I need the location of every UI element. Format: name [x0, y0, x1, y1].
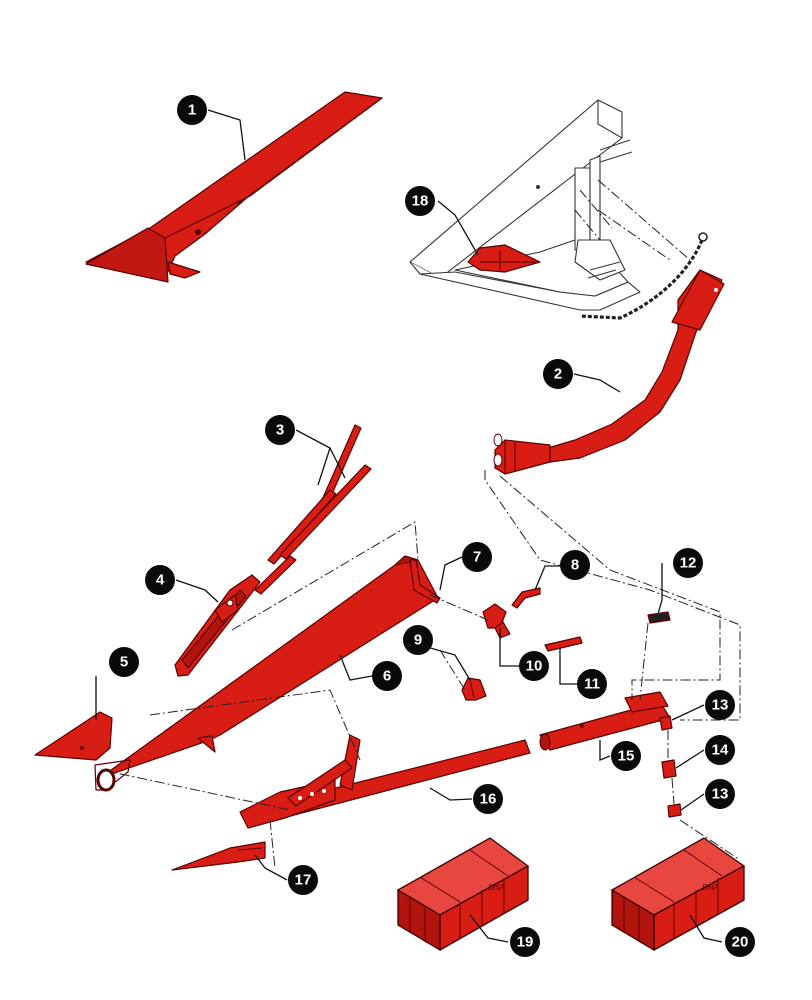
svg-text:13: 13 [712, 786, 729, 803]
callout-12: 12 [673, 548, 703, 578]
part-3-rods [254, 424, 372, 595]
svg-text:15: 15 [618, 748, 635, 765]
part-10-bracket [482, 603, 511, 639]
leader-lines [95, 109, 723, 943]
part-11-pin [544, 636, 583, 652]
part-17-point-shoe [171, 841, 266, 871]
svg-text:8: 8 [571, 557, 579, 574]
part-15-tube [539, 691, 671, 751]
callout-13-top: 13 [705, 690, 735, 720]
svg-text:14: 14 [712, 742, 729, 759]
header-frame-outline [409, 99, 641, 311]
svg-text:20: 20 [732, 934, 749, 951]
part-13-bushing-top [659, 715, 673, 731]
svg-text:9: 9 [414, 632, 422, 649]
part-16-frame-bar [239, 734, 531, 829]
part-1-divider-point [85, 91, 383, 283]
part-4-latch-linkage [174, 574, 261, 677]
svg-text:12: 12 [680, 555, 697, 572]
part-8-pin [511, 587, 541, 609]
part-14-bushing [661, 759, 677, 779]
svg-text:2: 2 [554, 366, 562, 383]
part-12-spring [647, 611, 671, 624]
callout-15: 15 [611, 741, 641, 771]
chain [579, 232, 708, 320]
callout-14: 14 [705, 735, 735, 765]
callout-18: 18 [405, 186, 435, 216]
callout-11: 11 [577, 669, 607, 699]
part-13-bushing-bottom [667, 803, 682, 818]
callout-4: 4 [145, 565, 175, 595]
part-7-pin [409, 559, 441, 604]
crate-20-mark: DNA [702, 883, 719, 892]
part-19-crate: DNA [396, 837, 530, 952]
svg-text:17: 17 [295, 872, 312, 889]
callout-5: 5 [109, 647, 139, 677]
callout-7: 7 [462, 542, 492, 572]
svg-text:5: 5 [120, 654, 128, 671]
callout-2: 2 [543, 359, 573, 389]
svg-text:6: 6 [383, 668, 391, 685]
callout-17: 17 [288, 865, 318, 895]
crate-19-mark: DNA [488, 883, 505, 892]
callout-20: 20 [725, 927, 755, 957]
svg-text:4: 4 [156, 572, 165, 589]
svg-text:10: 10 [526, 658, 543, 675]
svg-text:18: 18 [412, 193, 429, 210]
svg-text:11: 11 [584, 676, 600, 693]
svg-text:16: 16 [480, 791, 497, 808]
callout-10: 10 [519, 651, 549, 681]
callout-16: 16 [473, 784, 503, 814]
svg-text:1: 1 [188, 102, 196, 119]
svg-text:13: 13 [712, 697, 729, 714]
part-18-point-insert [467, 244, 541, 273]
svg-text:3: 3 [276, 422, 284, 439]
callout-19: 19 [510, 927, 540, 957]
part-9-bracket [461, 677, 487, 701]
callout-8: 8 [560, 550, 590, 580]
part-5-small-point [34, 711, 131, 792]
callout-9: 9 [403, 625, 433, 655]
assembly-lines [101, 179, 741, 869]
callout-6: 6 [372, 661, 402, 691]
svg-text:19: 19 [517, 934, 534, 951]
svg-text:7: 7 [473, 549, 481, 566]
part-2-support-arm [493, 269, 725, 475]
part-20-crate: DNA [610, 837, 746, 952]
callout-13-bottom: 13 [705, 779, 735, 809]
callout-1: 1 [177, 95, 207, 125]
callout-3: 3 [265, 415, 295, 445]
